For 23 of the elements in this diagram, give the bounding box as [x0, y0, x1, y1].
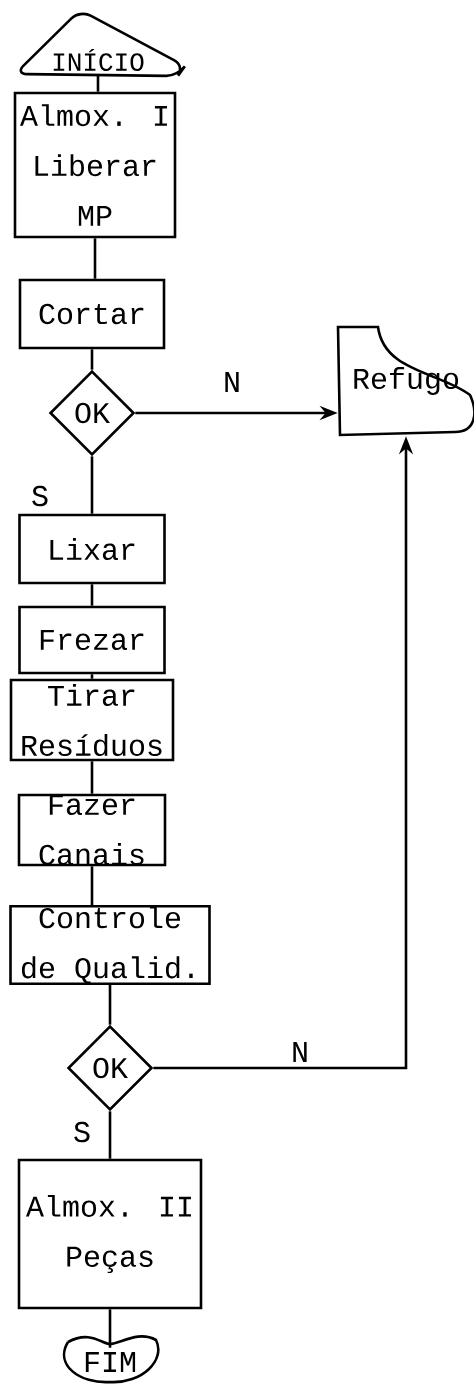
- connector-line: [90, 674, 94, 679]
- terminal-shape: FIM: [62, 1335, 160, 1384]
- process-box: Controle de Qualid.: [9, 905, 211, 985]
- connector-line: [90, 584, 94, 606]
- process-box: Tirar Resíduos: [9, 678, 175, 762]
- connector-line: [108, 1111, 112, 1159]
- connector-line: [90, 761, 94, 794]
- process-box: Almox. II Peças: [17, 1158, 203, 1310]
- connector-line: [93, 238, 97, 279]
- process-box: Lixar: [18, 513, 166, 585]
- connector-line: [90, 349, 94, 370]
- connector-line: [108, 1309, 112, 1348]
- connector-line: [108, 985, 112, 1025]
- edge-label: N: [221, 370, 243, 394]
- edge-label: N: [289, 1040, 311, 1064]
- edge-label: S: [29, 483, 51, 509]
- process-box: Cortar: [18, 278, 166, 350]
- edge-label: S: [71, 1119, 93, 1145]
- connector-line: [90, 456, 94, 514]
- process-box: Frezar: [18, 605, 166, 675]
- process-box: Almox. I Liberar MP: [13, 91, 177, 239]
- connector-line: [90, 866, 94, 905]
- connector-line: [96, 74, 100, 92]
